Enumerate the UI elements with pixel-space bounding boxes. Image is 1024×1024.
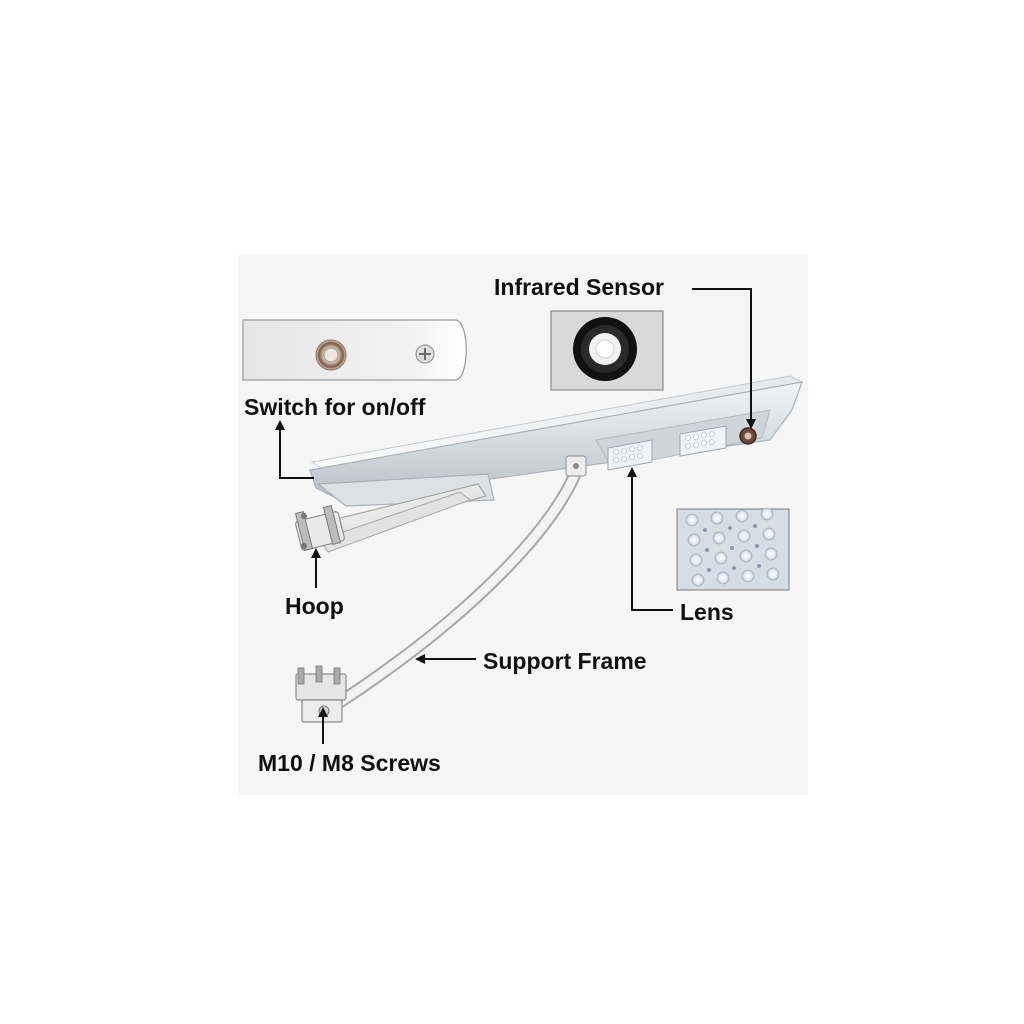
label-screws: M10 / M8 Screws [258, 750, 441, 776]
led-lens-array-icon [676, 507, 790, 591]
lamp-housing [309, 375, 804, 507]
led-module [607, 439, 653, 471]
hoop-clamp [294, 504, 345, 552]
switch-inset [242, 319, 467, 381]
power-switch-icon [315, 339, 347, 371]
screw-icon [415, 344, 435, 364]
label-hoop: Hoop [285, 593, 344, 619]
label-switch: Switch for on/off [244, 394, 426, 420]
support-frame [333, 455, 587, 709]
label-support-frame: Support Frame [483, 648, 647, 674]
leader-infrared-sensor [692, 288, 756, 429]
sensor-inset [550, 310, 664, 391]
bottom-bracket [295, 665, 347, 723]
mounting-arm [294, 483, 487, 553]
label-infrared-sensor: Infrared Sensor [494, 274, 664, 300]
label-lens: Lens [680, 599, 734, 625]
led-module [679, 425, 727, 457]
leader-switch [275, 420, 314, 479]
pir-sensor-icon [573, 317, 637, 381]
leader-lens [627, 467, 673, 611]
housing-sensor-icon [739, 427, 757, 445]
